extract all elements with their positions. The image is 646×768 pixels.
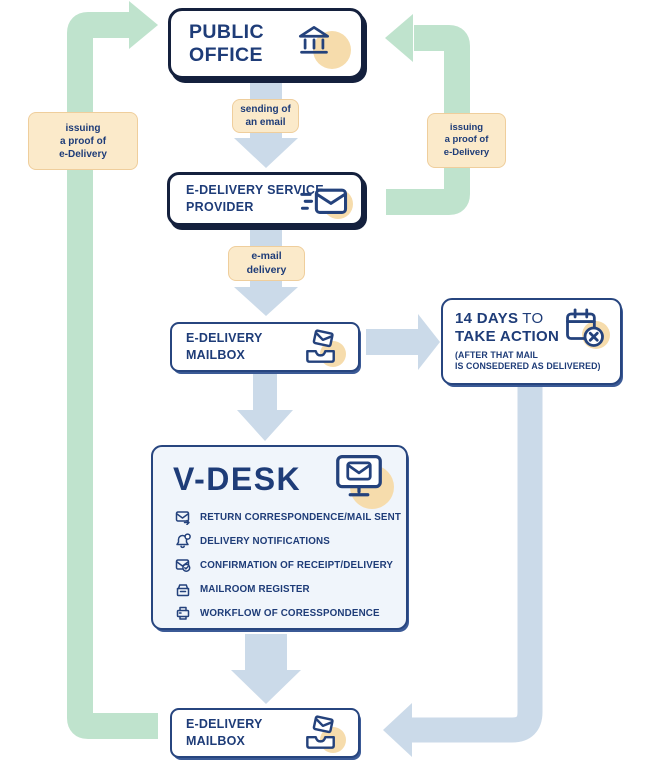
public-office-title-line1: PUBLIC [189, 21, 264, 44]
mail-sent-icon [175, 511, 190, 525]
edelivery-mailbox-box: E-DELIVERY MAILBOX [170, 322, 360, 372]
email-delivery-label: e-mail delivery [228, 246, 305, 281]
public-office-title-line2: OFFICE [189, 43, 263, 66]
mailbox-title-line2: MAILBOX [186, 734, 246, 748]
days-to: TO [522, 310, 544, 327]
days-action: TAKE ACTION [455, 328, 560, 345]
mailbox-title-line1: E-DELIVERY [186, 331, 263, 346]
mail-check-icon [175, 559, 191, 572]
list-item: DELIVERY NOTIFICATIONS [175, 529, 396, 553]
vdesk-title: V-DESK [173, 461, 302, 497]
service-provider-box: E-DELIVERY SERVICE PROVIDER [167, 172, 364, 226]
blue-arrowhead-days [383, 703, 412, 757]
public-office-box: PUBLIC OFFICE [168, 8, 364, 79]
mailbox-title-line1: E-DELIVERY [186, 717, 263, 732]
days-strong: 14 DAYS [455, 310, 519, 327]
green-arrowhead-right [385, 14, 413, 62]
monitor-mail-icon [334, 451, 394, 509]
list-item: MAILROOM REGISTER [175, 577, 396, 601]
issuing-proof-left-label: issuing a proof of e-Delivery [28, 112, 138, 170]
list-item: CONFIRMATION OF RECEIPT/DELIVERY [175, 553, 396, 577]
sending-email-label: sending of an email [232, 99, 299, 133]
edelivery-mailbox-bottom-box: E-DELIVERY MAILBOX [170, 708, 360, 758]
bell-icon [176, 533, 191, 549]
blue-arrow-days-to-mailbox [412, 386, 543, 743]
list-item: RETURN CORRESPONDENCE/MAIL SENT [175, 505, 401, 529]
mailbox-icon [302, 715, 346, 755]
mailbox-title-line2: MAILBOX [186, 348, 246, 362]
inbox-icon [176, 584, 190, 597]
provider-title-line2: PROVIDER [186, 200, 254, 214]
vdesk-feature-list: RETURN CORRESPONDENCE/MAIL SENT DELIVERY… [175, 505, 401, 625]
flying-mail-icon [297, 181, 353, 221]
calendar-x-icon [564, 307, 610, 353]
mailbox-icon [302, 329, 346, 369]
green-arrow-left [67, 12, 158, 739]
provider-title-line1: E-DELIVERY SERVICE [186, 183, 324, 198]
vdesk-box: V-DESK RETURN CORRESPONDENCE/MAIL SENT [151, 445, 408, 630]
list-item: WORKFLOW OF CORESSPONDENCE [175, 601, 396, 625]
workflow-icon [176, 606, 190, 620]
issuing-proof-right-label: issuing a proof of e-Delivery [427, 113, 506, 168]
green-arrowhead-left [129, 1, 158, 49]
bank-icon [295, 19, 353, 75]
blue-arrows [231, 78, 440, 704]
